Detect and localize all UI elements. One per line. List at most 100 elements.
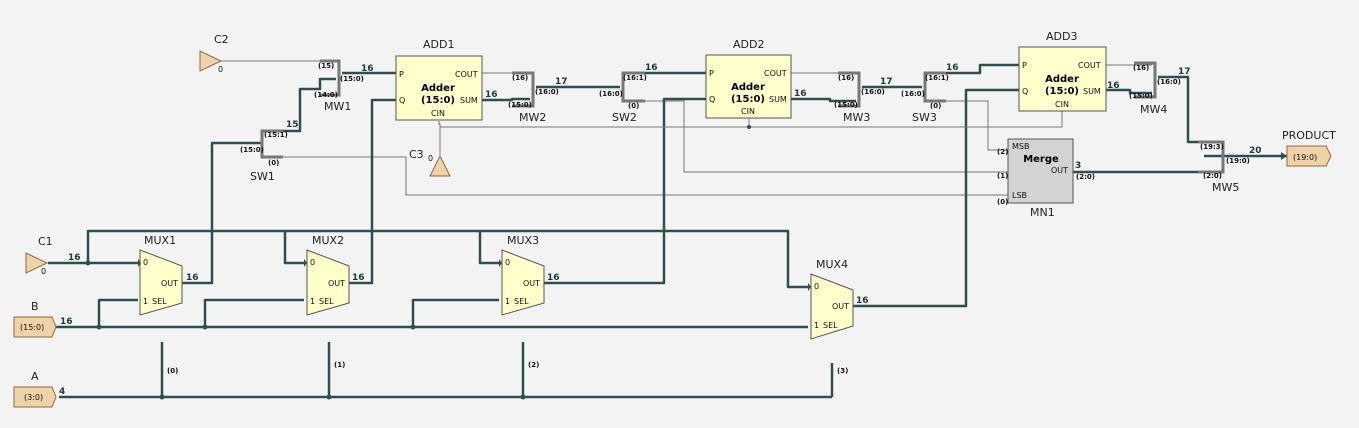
adder-add1-sum: SUM	[460, 96, 478, 105]
busmerge-mw5[interactable]: (19:3) (2:0) (19:0) MW5	[1198, 140, 1250, 194]
adder-add2-name: ADD2	[733, 38, 764, 51]
adder-add2-p: P	[709, 69, 714, 78]
mux-mux3-name: MUX3	[507, 234, 539, 247]
adder-add1-name: ADD1	[423, 38, 454, 51]
bus-width-mw4-out: 17	[1178, 67, 1191, 77]
sw3-name: SW3	[912, 111, 937, 124]
mw3-bottom: (15:0)	[834, 101, 858, 109]
sw1-name: SW1	[250, 170, 275, 183]
adder-add2-cout: COUT	[764, 69, 787, 78]
port-c2[interactable]: C2 0	[199, 33, 229, 74]
merge-out: OUT	[1051, 166, 1068, 175]
bus-width-mux3-out: 16	[547, 273, 560, 283]
sw1-in: (15:0)	[240, 146, 264, 154]
port-c1[interactable]: C1 0	[25, 235, 53, 276]
busmerge-mw1[interactable]: (15) (14:0) (15:0) MW1	[314, 59, 364, 113]
bus-width-b: 16	[60, 317, 73, 327]
mux-mux3[interactable]: MUX3 0 1 OUT SEL (2)	[501, 234, 545, 369]
port-a[interactable]: A (3:0)	[13, 370, 57, 408]
sw2-top: (16:1)	[623, 74, 647, 82]
mux-mux2-name: MUX2	[312, 234, 344, 247]
arrowheads	[138, 152, 1287, 291]
port-product-name: PRODUCT	[1282, 129, 1336, 142]
bus-width-add3-sum: 16	[1107, 81, 1120, 91]
mux-mux4[interactable]: MUX4 0 1 OUT SEL (3)	[810, 258, 854, 375]
port-c2-name: C2	[214, 33, 229, 46]
mux-mux1[interactable]: MUX1 0 1 OUT SEL (0)	[139, 234, 183, 375]
mw1-top: (15)	[318, 62, 334, 70]
bus-width-sw3-top: 16	[946, 63, 959, 73]
busmerge-mw4[interactable]: (16) (15:0) (16:0) MW4	[1129, 61, 1181, 116]
adder-add1-p: P	[399, 70, 404, 79]
mux-mux4-sel-bit: (3)	[837, 367, 848, 375]
adder-add2[interactable]: ADD2 P Q COUT SUM CIN Adder (15:0)	[705, 38, 792, 119]
port-a-name: A	[31, 370, 39, 383]
mux-mux4-in1: 1	[814, 321, 819, 330]
bussplit-sw1[interactable]: (15:0) (15:1) (0) SW1	[240, 129, 288, 183]
busmerge-mw3[interactable]: (16) (15:0) (16:0) MW3	[834, 71, 885, 124]
port-b[interactable]: B (15:0)	[13, 300, 57, 338]
adder-add2-range: (15:0)	[731, 94, 765, 105]
adder-add1-title: Adder	[421, 83, 455, 94]
adder-add3[interactable]: ADD3 P Q COUT SUM CIN Adder (15:0)	[1018, 30, 1107, 112]
adder-add3-range: (15:0)	[1045, 86, 1079, 97]
bus-width-mw3-out: 17	[880, 77, 893, 87]
adder-add1-cout: COUT	[455, 70, 478, 79]
bus-width-sw2-top: 16	[645, 63, 658, 73]
mw5-out: (19:0)	[1226, 157, 1250, 165]
busmerge-mw2[interactable]: (16) (15:0) (16:0) MW2	[508, 71, 559, 124]
mw3-top: (16)	[838, 74, 854, 82]
mux-mux2-out: OUT	[328, 279, 345, 288]
adder-add1[interactable]: ADD1 P Q COUT SUM CIN Adder (15:0)	[395, 38, 483, 121]
bus-width-mux4-out: 16	[856, 296, 869, 306]
port-b-range: (15:0)	[20, 323, 44, 332]
mux-mux2-sel: SEL	[319, 297, 334, 306]
mux-mux4-name: MUX4	[816, 258, 848, 271]
adder-add3-q: Q	[1022, 87, 1028, 96]
port-c2-value: 0	[218, 65, 223, 74]
bus-width-add2-sum: 16	[794, 89, 807, 99]
port-c3[interactable]: C3 0	[409, 148, 451, 177]
mw1-out: (15:0)	[340, 75, 364, 83]
mux-mux3-in0: 0	[505, 258, 510, 267]
mux-mux4-out: OUT	[832, 302, 849, 311]
mux-mux1-in0: 0	[143, 258, 148, 267]
merge-mn1[interactable]: MSB LSB OUT Merge (2) (1) (0) 3 (2:0) MN…	[997, 138, 1095, 219]
port-c3-value: 0	[428, 154, 433, 163]
mw4-bottom: (15:0)	[1129, 92, 1153, 100]
bus-width-mw1-out: 16	[361, 64, 374, 74]
bus-width-add1-sum: 16	[485, 90, 498, 100]
merge-lsb: LSB	[1012, 191, 1027, 200]
bussplit-sw3[interactable]: (16:0) (16:1) (0) SW3	[901, 71, 949, 124]
mux-mux3-in1: 1	[505, 297, 510, 306]
mw2-name: MW2	[519, 111, 546, 124]
port-c1-name: C1	[38, 235, 53, 248]
port-product[interactable]: PRODUCT (19:0)	[1282, 129, 1336, 167]
adder-add3-p: P	[1022, 61, 1027, 70]
mux-mux1-name: MUX1	[144, 234, 176, 247]
mw5-bottom: (2:0)	[1203, 172, 1222, 180]
mw2-bottom: (15:0)	[508, 101, 532, 109]
sw3-in: (16:0)	[901, 90, 925, 98]
port-b-name: B	[31, 300, 39, 313]
mux-mux2[interactable]: MUX2 0 1 OUT SEL (1)	[306, 234, 350, 369]
mux-mux3-sel: SEL	[514, 297, 529, 306]
mux-mux2-in0: 0	[310, 258, 315, 267]
bussplit-sw2[interactable]: (16:0) (16:1) (0) SW2	[599, 71, 647, 124]
port-c3-name: C3	[409, 148, 424, 161]
mux-mux4-in0: 0	[814, 282, 819, 291]
mux-mux1-sel-bit: (0)	[167, 367, 178, 375]
merge-out-range: (2:0)	[1076, 173, 1095, 181]
adder-add3-title: Adder	[1045, 74, 1079, 85]
bus-width-labels: 16 16 4 16 16 16 16 15 16 16 17 16 16 17…	[59, 63, 1262, 397]
sw3-top: (16:1)	[925, 74, 949, 82]
sw1-top: (15:1)	[264, 131, 288, 139]
bus-width-mw5-out: 20	[1249, 146, 1262, 156]
merge-in0: (0)	[997, 198, 1008, 206]
merge-in2: (2)	[997, 148, 1008, 156]
bus-width-sw1-top: 15	[286, 120, 299, 130]
mw4-top: (16)	[1133, 64, 1149, 72]
mux-mux1-out: OUT	[161, 279, 178, 288]
sw2-bottom: (0)	[628, 102, 639, 110]
